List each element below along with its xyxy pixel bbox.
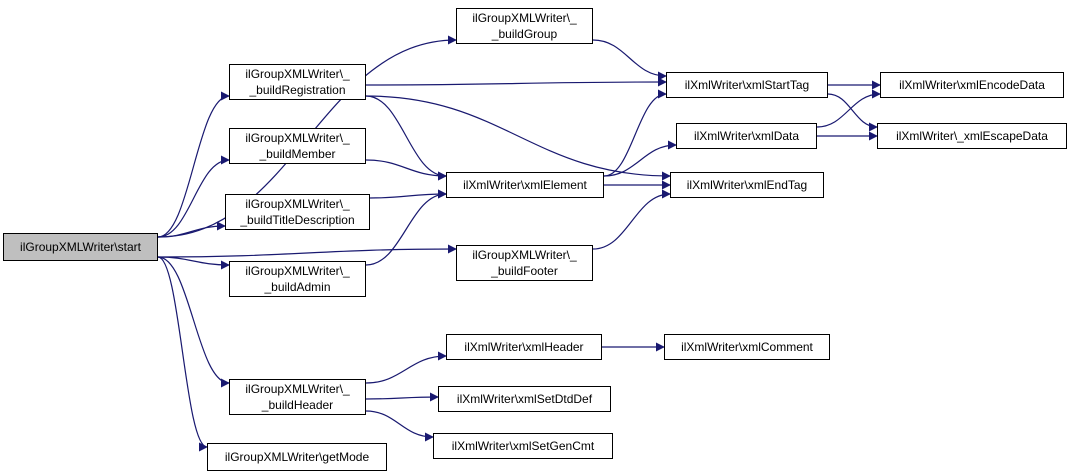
node-label-line2: _buildAdmin xyxy=(264,280,331,294)
node-xml-encode-data[interactable]: ilXmlWriter\xmlEncodeData xyxy=(880,72,1064,98)
edge-start-to-getMode xyxy=(157,256,208,452)
edge-buildHeader-to-xmlSetDtdDef xyxy=(365,392,439,402)
node-label: ilXmlWriter\xmlData xyxy=(693,129,800,143)
node-label-line2: _buildTitleDescription xyxy=(240,213,355,227)
edge-buildRegistration-to-xmlElement xyxy=(365,95,447,181)
node-label: ilXmlWriter\xmlSetDtdDef xyxy=(456,392,593,406)
node-label-line1: ilGroupXMLWriter\_ xyxy=(472,248,577,262)
edge-buildHeader-to-xmlSetGenCmt xyxy=(365,410,434,442)
node-label-line1: ilGroupXMLWriter\_ xyxy=(245,264,350,278)
edge-buildHeader-to-xmlHeader xyxy=(365,351,447,384)
node-xml-data[interactable]: ilXmlWriter\xmlData xyxy=(676,123,817,149)
node-xml-end-tag[interactable]: ilXmlWriter\xmlEndTag xyxy=(670,172,824,198)
edge-start-to-buildRegistration xyxy=(157,91,230,238)
node-label: ilXmlWriter\xmlEndTag xyxy=(686,178,808,192)
edge-buildGroup-to-xmlStartTag xyxy=(592,39,667,81)
node-label: ilGroupXMLWriter\getMode xyxy=(224,450,370,464)
node-xml-element[interactable]: ilXmlWriter\xmlElement xyxy=(446,172,604,198)
node-label: ilXmlWriter\xmlComment xyxy=(681,340,813,354)
node-build-header[interactable]: ilGroupXMLWriter\_ _buildHeader xyxy=(229,379,366,415)
edge-start-to-buildHeader xyxy=(157,256,230,388)
edge-start-to-buildTitleDescription xyxy=(157,221,226,238)
node-label-line1: ilGroupXMLWriter\_ xyxy=(245,382,350,396)
node-label: ilGroupXMLWriter\start xyxy=(20,240,141,254)
node-xml-set-gen-cmt[interactable]: ilXmlWriter\xmlSetGenCmt xyxy=(433,433,613,459)
node-build-group[interactable]: ilGroupXMLWriter\_ _buildGroup xyxy=(456,8,593,44)
edge-start-to-buildFooter xyxy=(157,244,457,258)
node-build-title-description[interactable]: ilGroupXMLWriter\_ _buildTitleDescriptio… xyxy=(225,194,370,230)
node-label-line2: _buildFooter xyxy=(491,264,558,278)
node-label-line1: ilGroupXMLWriter\_ xyxy=(245,67,350,81)
node-label-line1: ilGroupXMLWriter\_ xyxy=(245,131,350,145)
node-xml-set-dtd-def[interactable]: ilXmlWriter\xmlSetDtdDef xyxy=(438,386,611,412)
edge-buildFooter-to-xmlEndTag xyxy=(592,189,671,250)
edge-buildAdmin-to-xmlElement xyxy=(365,189,447,266)
edge-start-to-buildMember xyxy=(157,155,230,238)
node-build-member[interactable]: ilGroupXMLWriter\_ _buildMember xyxy=(229,128,366,164)
edge-xmlData-to-xmlEncodeData xyxy=(816,89,881,128)
edge-buildRegistration-to-xmlStartTag xyxy=(365,77,667,87)
node-label-line2: _buildGroup xyxy=(491,27,558,41)
node-label: ilXmlWriter\xmlStartTag xyxy=(684,78,810,92)
edge-buildTitleDescription-to-xmlElement xyxy=(369,189,447,199)
node-build-registration[interactable]: ilGroupXMLWriter\_ _buildRegistration xyxy=(229,64,366,100)
edge-buildMember-to-xmlElement xyxy=(365,159,447,181)
edge-xmlStartTag-to-xmlEscapeData xyxy=(827,93,878,132)
node-label-line2: _buildRegistration xyxy=(249,83,346,97)
edge-start-to-buildAdmin xyxy=(157,256,230,270)
node-build-footer[interactable]: ilGroupXMLWriter\_ _buildFooter xyxy=(456,245,593,281)
node-xml-start-tag[interactable]: ilXmlWriter\xmlStartTag xyxy=(666,72,828,98)
node-label-line2: _buildMember xyxy=(259,147,336,161)
node-start[interactable]: ilGroupXMLWriter\start xyxy=(3,233,158,261)
node-label: ilXmlWriter\xmlSetGenCmt xyxy=(451,439,595,453)
node-label: ilXmlWriter\xmlHeader xyxy=(464,340,584,354)
node-get-mode[interactable]: ilGroupXMLWriter\getMode xyxy=(207,443,387,471)
node-xml-comment[interactable]: ilXmlWriter\xmlComment xyxy=(664,334,830,360)
node-label: ilXmlWriter\_xmlEscapeData xyxy=(896,129,1048,143)
node-label-line1: ilGroupXMLWriter\_ xyxy=(472,11,577,25)
edge-buildRegistration-to-xmlEndTag xyxy=(365,95,671,181)
edge-xmlElement-to-xmlData xyxy=(603,140,677,177)
node-label-line2: _buildHeader xyxy=(261,398,334,412)
node-xml-header[interactable]: ilXmlWriter\xmlHeader xyxy=(446,334,602,360)
node-label: ilXmlWriter\xmlEncodeData xyxy=(899,78,1045,92)
node-label: ilXmlWriter\xmlElement xyxy=(463,178,587,192)
node-label-line1: ilGroupXMLWriter\_ xyxy=(245,197,350,211)
edge-xmlElement-to-xmlStartTag xyxy=(603,89,667,177)
node-xml-escape-data[interactable]: ilXmlWriter\_xmlEscapeData xyxy=(877,123,1067,149)
node-build-admin[interactable]: ilGroupXMLWriter\_ _buildAdmin xyxy=(229,261,366,297)
